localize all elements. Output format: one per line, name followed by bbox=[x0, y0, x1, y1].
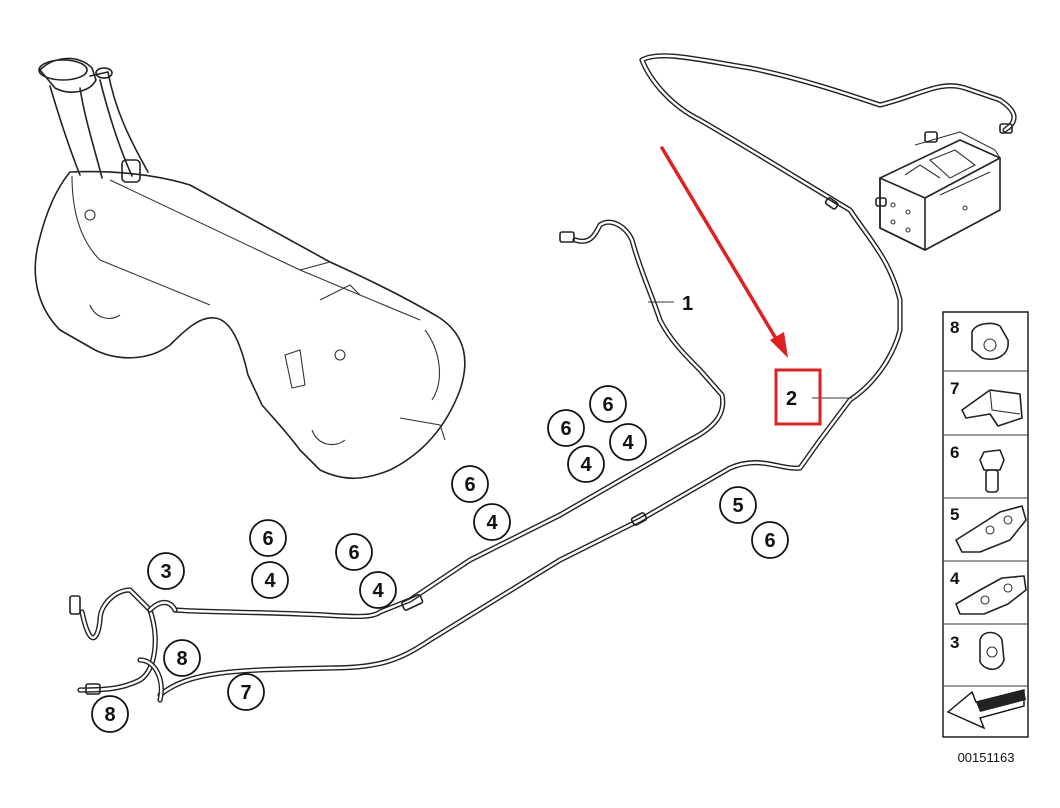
callout-4e: 4 bbox=[359, 571, 397, 609]
clip-8-icon bbox=[971, 322, 1009, 360]
callout-4a: 4 bbox=[609, 423, 647, 461]
callout-3: 3 bbox=[147, 552, 185, 590]
svg-text:4: 4 bbox=[580, 454, 592, 476]
fuel-line-2 bbox=[157, 53, 1017, 698]
callout-8b: 8 bbox=[91, 695, 129, 733]
svg-text:8: 8 bbox=[104, 704, 115, 726]
legend-item-6-label: 6 bbox=[950, 443, 959, 462]
callout-6e: 6 bbox=[249, 519, 287, 557]
svg-text:6: 6 bbox=[464, 474, 475, 496]
figure-number: 00151163 bbox=[958, 750, 1015, 765]
clip-5-icon bbox=[955, 505, 1027, 553]
svg-text:4: 4 bbox=[486, 512, 498, 534]
direction-arrow-icon bbox=[946, 689, 1026, 730]
clip-7-icon bbox=[961, 389, 1023, 427]
clip-3-icon bbox=[979, 631, 1005, 671]
parts-legend: 8 7 6 5 4 3 bbox=[942, 311, 1029, 738]
svg-text:3: 3 bbox=[160, 561, 171, 583]
svg-text:8: 8 bbox=[176, 648, 187, 670]
legend-item-7-label: 7 bbox=[950, 379, 959, 398]
fuel-tank bbox=[34, 57, 466, 480]
svg-text:6: 6 bbox=[764, 530, 775, 552]
svg-text:5: 5 bbox=[732, 495, 743, 517]
svg-text:4: 4 bbox=[622, 432, 634, 454]
svg-text:6: 6 bbox=[560, 418, 571, 440]
callout-4d: 4 bbox=[251, 561, 289, 599]
callout-6f: 6 bbox=[335, 533, 373, 571]
svg-text:4: 4 bbox=[264, 570, 276, 592]
legend-item-4-label: 4 bbox=[950, 569, 960, 588]
callout-8a: 8 bbox=[163, 639, 201, 677]
highlight-arrow bbox=[660, 146, 788, 358]
callout-6a: 6 bbox=[589, 385, 627, 423]
callout-2: 2 bbox=[786, 388, 797, 410]
callout-6c: 6 bbox=[451, 465, 489, 503]
svg-text:6: 6 bbox=[602, 394, 613, 416]
svg-text:6: 6 bbox=[348, 542, 359, 564]
callout-6b: 6 bbox=[547, 409, 585, 447]
bolt-6-icon bbox=[979, 449, 1005, 493]
callout-6d: 6 bbox=[751, 521, 789, 559]
callout-4b: 4 bbox=[567, 445, 605, 483]
callout-4c: 4 bbox=[473, 503, 511, 541]
svg-text:7: 7 bbox=[240, 682, 251, 704]
callout-1: 1 bbox=[682, 293, 693, 315]
callout-2-highlight-box bbox=[774, 368, 822, 426]
legend-item-5-label: 5 bbox=[950, 505, 959, 524]
charcoal-canister bbox=[875, 131, 1001, 251]
svg-text:6: 6 bbox=[262, 528, 273, 550]
clip-4-icon bbox=[955, 575, 1027, 615]
legend-item-8-label: 8 bbox=[950, 318, 959, 337]
legend-item-3-label: 3 bbox=[950, 633, 959, 652]
svg-text:4: 4 bbox=[372, 580, 384, 602]
callout-5: 5 bbox=[719, 486, 757, 524]
callout-7: 7 bbox=[227, 673, 265, 711]
fuel-line-1 bbox=[69, 219, 726, 703]
